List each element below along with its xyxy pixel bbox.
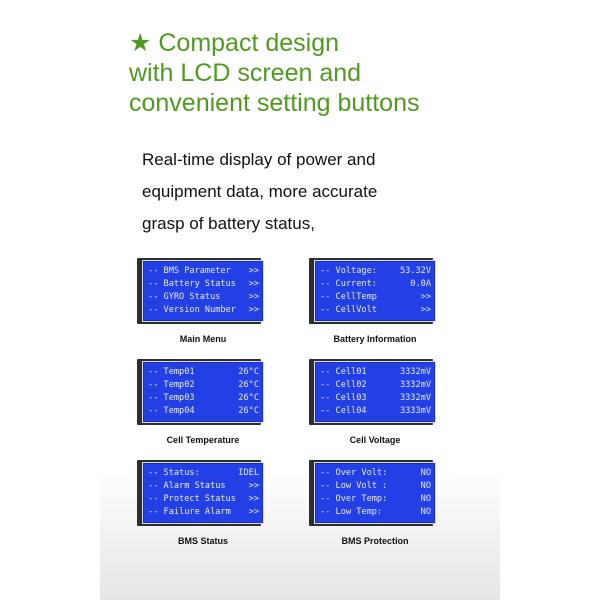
lcd-row: -- Protect Status>>: [148, 494, 259, 504]
lcd-row: -- CellTemp>>: [320, 292, 431, 302]
lcd-row: -- Failure Alarm>>: [148, 507, 259, 517]
lcd-row: -- Over Temp:NO: [320, 494, 431, 504]
star-icon: ★: [129, 29, 152, 57]
screen-caption: Cell Temperature: [166, 435, 240, 445]
screen-battery-information: -- Voltage:53.32V -- Current:0.0A -- Cel…: [309, 258, 441, 344]
lcd-row: -- Low Volt :NO: [320, 481, 431, 491]
headline-line-3: convenient setting buttons: [129, 89, 420, 117]
screen-caption: Main Menu: [179, 334, 227, 344]
headline-line-2: with LCD screen and: [129, 59, 362, 87]
lcd-row: -- Voltage:53.32V: [320, 266, 431, 276]
screen-caption: BMS Status: [177, 536, 228, 546]
description-line-3: grasp of battery status,: [142, 214, 315, 233]
lcd-row: -- BMS Parameter>>: [148, 266, 259, 276]
lcd-row: -- Low Temp:NO: [320, 507, 431, 517]
description-line-2: equipment data, more accurate: [142, 182, 378, 201]
lcd-display: -- BMS Parameter>> -- Battery Status>> -…: [142, 260, 264, 322]
headline-line-1: ★ Compact design: [129, 29, 340, 57]
screen-bms-protection: -- Over Volt:NO -- Low Volt :NO -- Over …: [309, 460, 441, 546]
screen-caption: Cell Voltage: [349, 435, 401, 445]
lcd-row: -- CellVolt>>: [320, 305, 431, 315]
screen-caption: Battery Information: [333, 334, 417, 344]
lcd-display: -- Status:IDEL -- Alarm Status>> -- Prot…: [142, 462, 264, 524]
screen-main-menu: -- BMS Parameter>> -- Battery Status>> -…: [137, 258, 269, 344]
description-line-1: Real-time display of power and: [142, 150, 376, 169]
headline: ★ Compact design with LCD screen and con…: [129, 28, 419, 118]
lcd-display: -- Voltage:53.32V -- Current:0.0A -- Cel…: [314, 260, 436, 322]
lcd-row: -- Battery Status>>: [148, 279, 259, 289]
description: Real-time display of power and equipment…: [142, 144, 377, 240]
lcd-row: -- Alarm Status>>: [148, 481, 259, 491]
lcd-display: -- Over Volt:NO -- Low Volt :NO -- Over …: [314, 462, 436, 524]
screen-caption: BMS Protection: [341, 536, 409, 546]
lcd-row: -- Version Number>>: [148, 305, 259, 315]
lcd-row: -- Status:IDEL: [148, 468, 259, 478]
screen-bms-status: -- Status:IDEL -- Alarm Status>> -- Prot…: [137, 460, 269, 546]
lcd-row: -- Over Volt:NO: [320, 468, 431, 478]
lcd-row: -- Current:0.0A: [320, 279, 431, 289]
lcd-row: -- GYRO Status>>: [148, 292, 259, 302]
